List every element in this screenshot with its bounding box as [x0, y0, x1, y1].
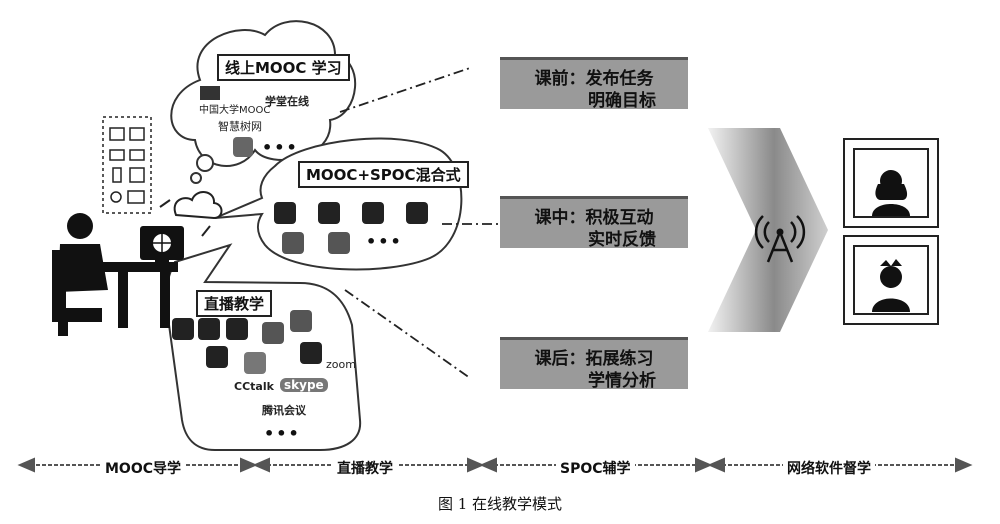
step-line-1: 课前：发布任务 [534, 69, 654, 89]
step-line-1: 课中：积极互动 [534, 208, 654, 228]
people-icons [872, 170, 910, 312]
app-icon [226, 318, 248, 340]
mooc-cloud-title: 线上MOOC 学习 [217, 54, 350, 81]
live-title: 直播教学 [196, 290, 273, 317]
skype-logo-text: skype [280, 378, 328, 392]
app-icon [362, 202, 384, 224]
step-line-2: 实时反馈 [588, 230, 656, 250]
xuetang-logo-text: 学堂在线 [265, 95, 309, 108]
app-icon [274, 202, 296, 224]
phase-software-supervision: 网络软件督学 [783, 458, 875, 478]
step-before-class: 课前：发布任务 明确目标 [500, 57, 688, 111]
mooc-logo-icon [200, 86, 220, 100]
app-icon [262, 322, 284, 344]
portrait-frames [843, 138, 939, 325]
app-icon [290, 310, 312, 332]
app-icon [318, 202, 340, 224]
teacher-figure [52, 213, 184, 336]
device-column [102, 116, 152, 214]
play-app-icon [206, 346, 228, 368]
app-icon [198, 318, 220, 340]
more-dots: ••• [262, 138, 299, 157]
step-after-class: 课后：拓展练习 学情分析 [500, 337, 688, 391]
app-icon [244, 352, 266, 374]
tencent-meeting-logo-text: 腾讯会议 [262, 404, 306, 417]
chevron-arrow [708, 128, 828, 332]
phase-live-teaching: 直播教学 [333, 458, 397, 478]
more-dots: ••• [264, 424, 301, 443]
live-phone [165, 243, 362, 451]
step-line-2: 学情分析 [588, 371, 656, 391]
step-line-2: 明确目标 [588, 91, 656, 111]
app-icon [172, 318, 194, 340]
phase-mooc-guide: MOOC导学 [101, 458, 186, 478]
connectors [339, 67, 498, 379]
more-dots: ••• [366, 232, 403, 251]
phase-spoc-support: SPOC辅学 [556, 458, 635, 478]
play-app-icon [406, 202, 428, 224]
blend-title: MOOC+SPOC混合式 [298, 161, 469, 188]
figure-caption: 图 1 在线教学模式 [437, 495, 563, 513]
mooc-logo-text: 中国大学MOOC [199, 105, 271, 116]
tower-icon [754, 215, 806, 263]
small-cloud [173, 191, 223, 220]
zhihuishu-logo-text: 智慧树网 [218, 120, 262, 133]
cctalk-logo-text: CCtalk [234, 380, 274, 393]
app-icon [328, 232, 350, 254]
app-icon [300, 342, 322, 364]
app-icon [282, 232, 304, 254]
step-in-class: 课中：积极互动 实时反馈 [500, 196, 688, 250]
zoom-logo-text: zoom [326, 358, 356, 371]
step-line-1: 课后：拓展练习 [534, 349, 654, 369]
app-icon [233, 137, 253, 157]
